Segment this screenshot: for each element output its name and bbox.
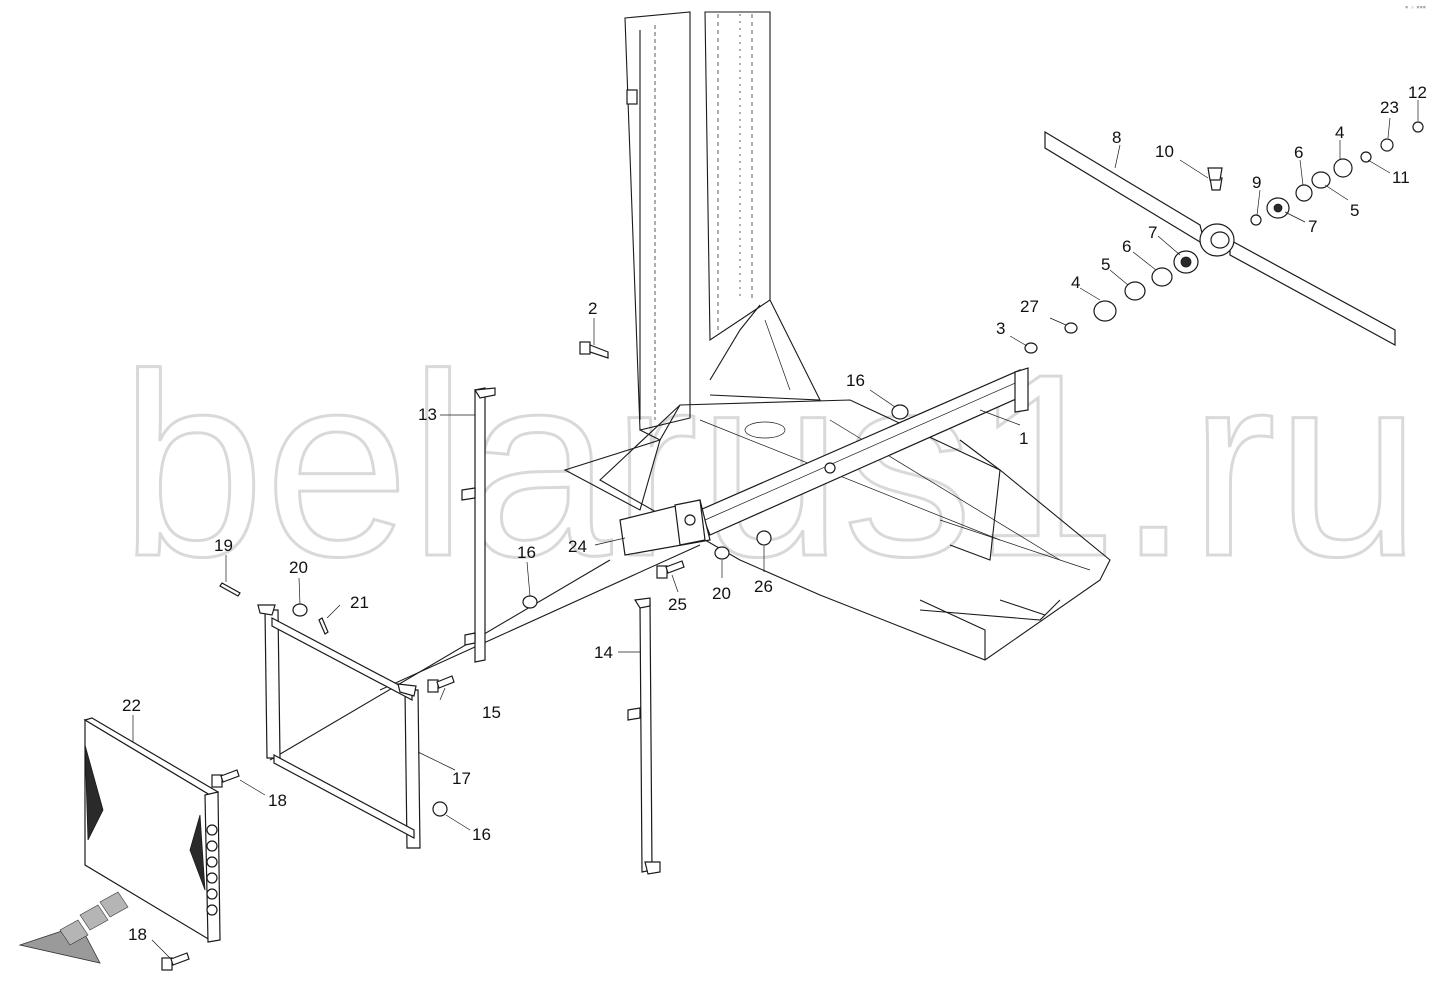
callout-17: 17 xyxy=(452,769,471,788)
callout-4b: 4 xyxy=(1335,123,1344,142)
callout-10: 10 xyxy=(1155,142,1174,161)
callout-7a: 7 xyxy=(1148,223,1157,242)
callout-16a: 16 xyxy=(846,371,865,390)
bearing-stack-lower xyxy=(1024,250,1199,354)
callout-16b: 16 xyxy=(517,543,536,562)
bar-8 xyxy=(1044,130,1396,347)
callout-23: 23 xyxy=(1380,98,1399,117)
callout-18b: 18 xyxy=(128,925,147,944)
callout-3: 3 xyxy=(996,319,1005,338)
radiator-22 xyxy=(83,717,221,943)
callout-6b: 6 xyxy=(1294,143,1303,162)
bracket-14 xyxy=(627,597,661,875)
deflector-plate xyxy=(563,439,661,511)
callout-21: 21 xyxy=(350,593,369,612)
callout-25: 25 xyxy=(668,595,687,614)
callout-13: 13 xyxy=(418,405,437,424)
callout-1: 1 xyxy=(1019,429,1028,448)
leader-lines xyxy=(132,100,1419,959)
callout-12: 12 xyxy=(1408,83,1427,102)
bearing-stack-upper xyxy=(1250,121,1424,226)
callout-20b: 20 xyxy=(712,584,731,603)
callout-14: 14 xyxy=(594,643,613,662)
mast-column xyxy=(624,11,821,431)
callout-18a: 18 xyxy=(268,791,287,810)
callout-5b: 5 xyxy=(1350,201,1359,220)
radiator-fittings xyxy=(206,824,218,916)
bracket-13 xyxy=(461,387,496,663)
drive-shaft-assembly xyxy=(269,367,1029,761)
callout-15: 15 xyxy=(482,703,501,722)
corner-mark: ▪ ◦ ▪▪▪ xyxy=(1405,2,1426,12)
callout-4a: 4 xyxy=(1071,273,1080,292)
callout-22: 22 xyxy=(122,696,141,715)
callout-20a: 20 xyxy=(289,558,308,577)
callout-2: 2 xyxy=(588,299,597,318)
callout-5a: 5 xyxy=(1101,255,1110,274)
callout-24: 24 xyxy=(568,537,587,556)
callout-27: 27 xyxy=(1020,297,1039,316)
callout-8: 8 xyxy=(1112,128,1121,147)
callout-9: 9 xyxy=(1252,173,1261,192)
callout-16c: 16 xyxy=(472,825,491,844)
callout-7b: 7 xyxy=(1308,217,1317,236)
frame-17 xyxy=(257,604,421,849)
callout-19: 19 xyxy=(214,536,233,555)
watermark: belarus1.ru xyxy=(120,321,1421,611)
direction-arrow-icon xyxy=(18,891,129,964)
callout-labels: 1 2 3 4 4 5 5 6 6 7 7 8 9 10 11 12 13 14… xyxy=(122,83,1427,944)
callout-6a: 6 xyxy=(1122,237,1131,256)
callout-11: 11 xyxy=(1392,168,1410,187)
callout-26: 26 xyxy=(754,577,773,596)
